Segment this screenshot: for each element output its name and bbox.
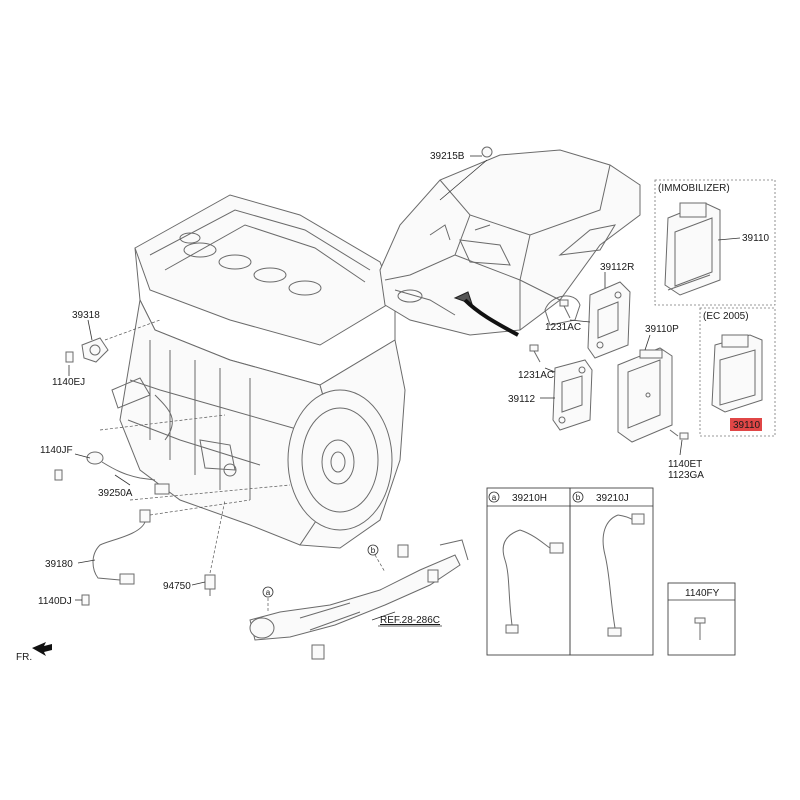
label-1140DJ: 1140DJ [38,596,72,607]
part-39110-ec2005 [711,334,763,413]
bolts-1231AC-1140ET [529,299,689,440]
part-39318 [65,337,109,363]
bolt-1140FY-icon [694,617,706,640]
part-39250A [54,451,170,495]
label-1231AC-top: 1231AC [545,322,581,333]
label-fr: FR. [16,652,32,663]
immobilizer-title: (IMMOBILIZER) [658,183,730,194]
exhaust-illustration [249,539,469,660]
part-39180 [81,509,151,606]
label-39250A: 39250A [98,488,133,499]
svg-text:a: a [266,588,271,597]
callout-b-box: b [572,491,584,503]
label-94750: 94750 [163,581,191,592]
label-1140FY: 1140FY [685,588,720,599]
label-1140JF: 1140JF [40,445,73,456]
highlight-39110 [730,418,762,431]
label-39215B: 39215B [430,151,465,162]
label-ref: REF.28-286C [380,615,440,626]
part-39110P [617,347,673,443]
sensor-box-a [486,487,571,656]
part-94750 [204,574,216,596]
label-39210J: 39210J [596,493,629,504]
front-arrow-icon [32,642,52,656]
label-39110P: 39110P [645,324,679,335]
box-1140FY [667,582,736,656]
label-39180: 39180 [45,559,73,570]
svg-text:a: a [492,493,497,502]
part-39210J [602,513,645,637]
ec2005-title: (EC 2005) [703,311,749,322]
label-39112: 39112 [508,394,536,405]
immobilizer-box [654,179,776,306]
label-39318: 39318 [72,310,100,321]
part-39110-immobilizer [664,202,721,296]
label-39110-immobilizer: 39110 [742,233,770,244]
front-indicator: FR. [16,642,52,663]
callout-a: a [262,586,274,598]
ec2005-box [699,307,776,437]
svg-text:b: b [371,546,376,555]
part-39112R [587,281,631,359]
label-39210H: 39210H [512,493,547,504]
leader-lines [68,155,741,621]
callout-b: b [367,544,379,556]
label-39112R: 39112R [600,262,634,273]
callout-a-box: a [488,491,500,503]
part-39112 [552,359,593,431]
part-39210H [502,529,564,634]
svg-text:b: b [576,493,581,502]
label-1231AC-bottom: 1231AC [518,370,554,381]
grommet-39215B [481,146,493,158]
label-1140ET: 1140ET [668,459,702,470]
label-39110-ec2005: 39110 [733,420,761,431]
sensor-box-b [569,487,654,656]
label-1140EJ: 1140EJ [52,377,85,388]
label-1123GA: 1123GA [668,470,704,481]
engine-illustration [111,194,406,549]
